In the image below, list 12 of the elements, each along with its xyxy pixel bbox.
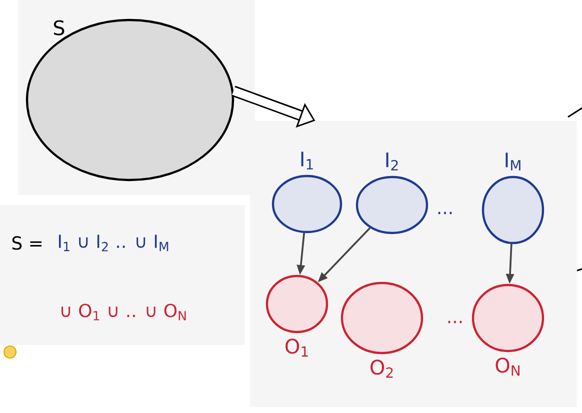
ellipsis-dots: ... (448, 320, 462, 324)
ellipsis-dots: ... (438, 212, 452, 214)
node-label: O$_{1}$ (286, 338, 308, 357)
region-blob: S (26, 18, 234, 182)
formula-text: ∪ O$_{1}$ ∪ .. ∪ O$_{N}$ (62, 304, 186, 320)
node-label: O$_{2}$ (370, 360, 393, 378)
formula-text: S = (12, 236, 42, 250)
node-label: O$_{N}$ (496, 358, 520, 376)
node-label: I$_{1}$ (301, 152, 313, 170)
node-label: I$_{2}$ (386, 152, 398, 170)
node-label: I$_{M}$ (506, 152, 520, 170)
formula-text: I$_{1}$ ∪ I$_{2}$ .. ∪ I$_{M}$ (58, 234, 168, 252)
